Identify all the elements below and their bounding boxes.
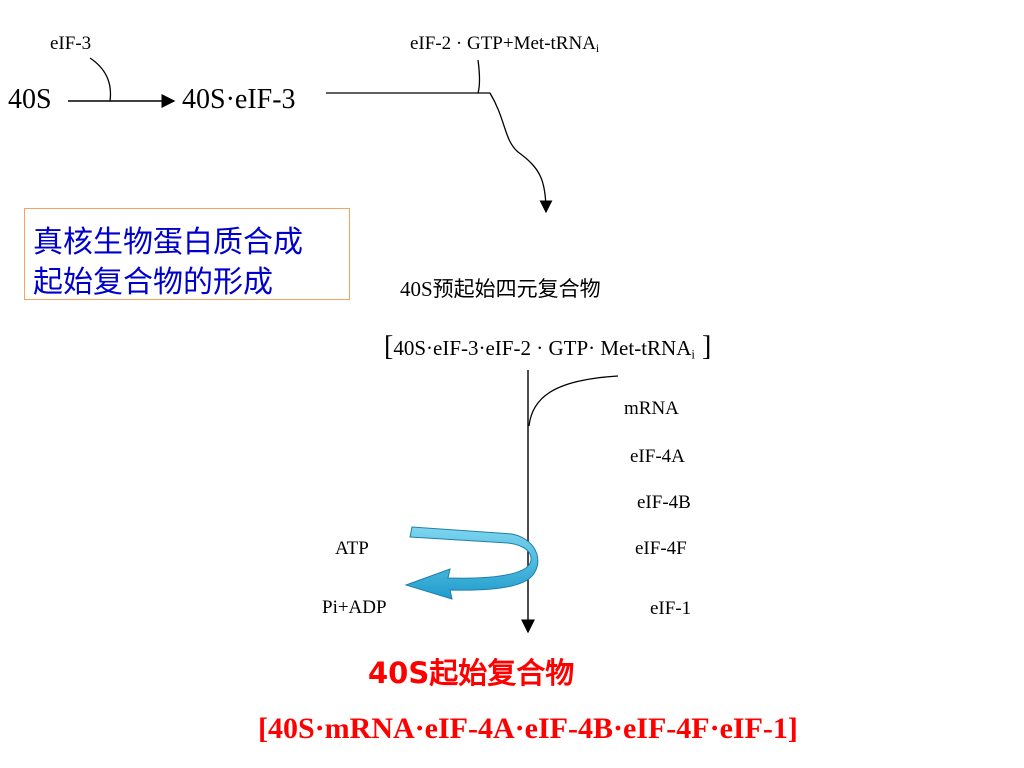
eif2-label-main: eIF-2 · GTP+Met-tRNA xyxy=(410,33,596,54)
title-line-1: 真核生物蛋白质合成 xyxy=(33,225,303,260)
factor-eif-4b: eIF-4B xyxy=(637,492,691,513)
formula-open-bracket: [ xyxy=(384,331,394,362)
initiation-complex-name: 40S起始复合物 xyxy=(368,656,575,690)
eif2-label-subscript: i xyxy=(595,41,600,55)
eif3-label: eIF-3 xyxy=(50,33,92,54)
eif3-join-curve xyxy=(89,57,112,102)
factor-eif-4f: eIF-4F xyxy=(635,538,687,559)
eif2-join-curve xyxy=(477,59,481,94)
atp-label: ATP xyxy=(335,538,369,559)
title-line-2: 起始复合物的形成 xyxy=(33,265,273,300)
formula-subscript: i xyxy=(691,346,695,362)
ribosome-40s: 40S xyxy=(8,84,52,115)
preinitiation-complex-name: 40S预起始四元复合物 xyxy=(400,277,601,301)
initiation-complex-formula: [40S·mRNA·eIF-4A·eIF-4B·eIF-4F·eIF-1] xyxy=(258,712,798,745)
arrow-to-preinitiation-complex xyxy=(489,92,553,214)
eif2-gtp-met-trna-label: eIF-2 · GTP+Met-tRNAi xyxy=(410,33,599,56)
formula-close-bracket: ] xyxy=(695,331,712,362)
factor-mrna: mRNA xyxy=(624,398,679,419)
complex-40s-eif3: 40S·eIF-3 xyxy=(182,84,296,115)
title-box: 真核生物蛋白质合成 起始复合物的形成 xyxy=(24,208,350,300)
factor-eif-4a: eIF-4A xyxy=(630,446,685,467)
factors-join-curve xyxy=(528,375,619,427)
factor-eif-1: eIF-1 xyxy=(650,598,692,619)
atp-hydrolysis-arrow xyxy=(404,526,539,600)
pi-adp-label: Pi+ADP xyxy=(322,597,387,618)
preinitiation-complex-formula: [40S·eIF-3·eIF-2 · GTP· Met-tRNAi ] xyxy=(384,331,711,363)
formula-main: 40S·eIF-3·eIF-2 · GTP· Met-tRNA xyxy=(393,336,692,360)
